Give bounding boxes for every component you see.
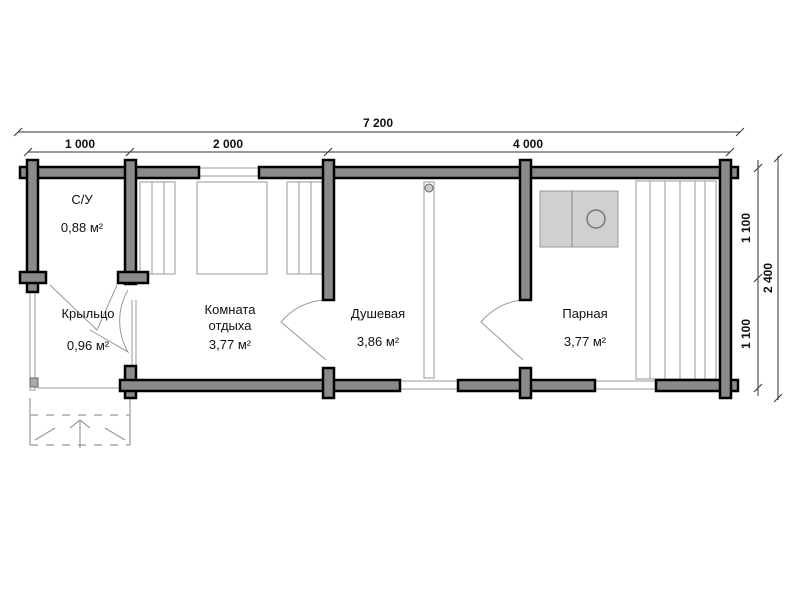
porch-steps <box>29 398 131 448</box>
bench-left <box>139 181 176 275</box>
room-area-shower: 3,86 м² <box>357 334 400 349</box>
room-name-rest-2: отдыха <box>209 318 253 333</box>
door-swing <box>480 299 524 361</box>
dim-height-bottom: 1 100 <box>739 319 753 349</box>
room-name-rest: Комната <box>205 302 257 317</box>
stove <box>539 190 619 248</box>
dim-total-width: 7 200 <box>363 116 393 130</box>
furniture <box>29 167 717 448</box>
room-area-rest: 3,77 м² <box>209 337 252 352</box>
door-swing <box>89 289 130 354</box>
table <box>196 181 268 275</box>
dim-seg2: 2 000 <box>213 137 243 151</box>
room-name-wc: С/У <box>71 192 93 207</box>
shower-head-icon <box>424 183 434 193</box>
dim-height-top: 1 100 <box>739 213 753 243</box>
room-name-porch: Крыльцо <box>61 306 114 321</box>
dimension-lines <box>13 127 783 403</box>
dim-height-total: 2 400 <box>761 263 775 293</box>
shower-partition <box>423 181 435 379</box>
sauna-shelf <box>635 180 717 380</box>
room-name-shower: Душевая <box>351 306 405 321</box>
bench-right <box>286 181 323 275</box>
room-area-porch: 0,96 м² <box>67 338 110 353</box>
walls <box>18 158 740 400</box>
dim-seg1: 1 000 <box>65 137 95 151</box>
room-area-steam: 3,77 м² <box>564 334 607 349</box>
room-name-steam: Парная <box>562 306 607 321</box>
stove-chimney-icon <box>586 209 606 229</box>
room-area-wc: 0,88 м² <box>61 220 104 235</box>
dim-seg3: 4 000 <box>513 137 543 151</box>
door-swing <box>280 299 327 361</box>
